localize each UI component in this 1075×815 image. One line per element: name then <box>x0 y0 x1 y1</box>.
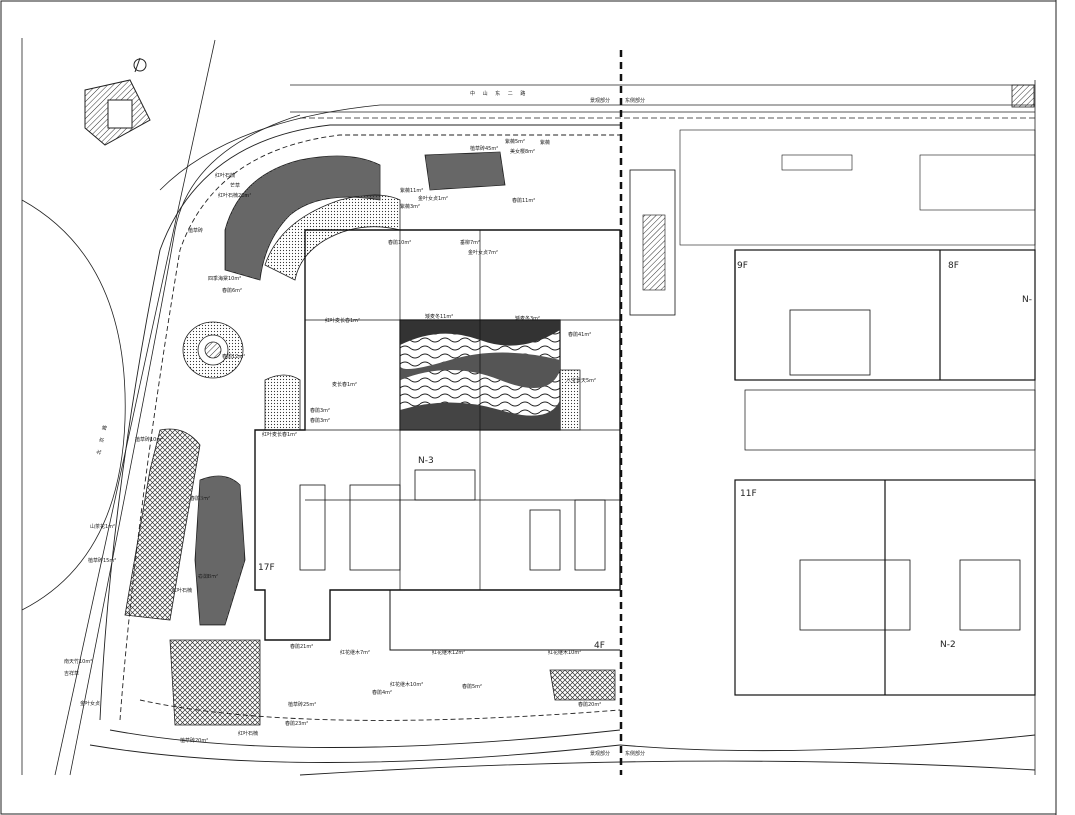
plant-label: 春鹃4m² <box>372 689 392 696</box>
plant-label: 植草砖25m² <box>288 701 316 708</box>
site-boundary <box>89 124 1036 776</box>
plant-label: 红花继木10m² <box>390 681 423 688</box>
floor-label-9f: 9F <box>737 261 748 271</box>
plant-label: 红花继木10m² <box>548 649 581 656</box>
plant-label: 春鹃41m² <box>568 331 591 338</box>
plant-label: 麦长春1m² <box>332 381 357 388</box>
plant-label: 春鹃3m² <box>310 407 330 414</box>
plant-label: 金叶女贞 <box>80 700 100 707</box>
plant-label: 垂柳7m² <box>460 239 480 246</box>
key-plan <box>84 57 151 146</box>
building-n3 <box>254 229 621 651</box>
plant-label: 春鹃3m² <box>190 495 210 502</box>
building-label-n-top: N- <box>1022 295 1032 305</box>
plant-label: 春鹃21m² <box>290 643 313 650</box>
plant-label: 四季海棠10m² <box>208 275 241 282</box>
floor-label-17f: 17F <box>258 563 275 573</box>
plant-label: 春鹃12m² <box>222 353 245 360</box>
plant-label: 红叶石楠 <box>172 587 192 594</box>
plant-label: 植草砖10m² <box>135 436 163 443</box>
plant-label: 紫薇5m² <box>505 138 525 145</box>
plant-label: 植草砖45m² <box>470 145 498 152</box>
plant-label: 红叶麦长春1m² <box>325 317 360 324</box>
plant-annotations: 植草砖45m² 紫薇5m² 美女樱8m² 红叶石楠 芒草 红叶石楠20m² 植草… <box>64 138 601 744</box>
floor-label-8f: 8F <box>948 261 959 271</box>
building-label-n2: N-2 <box>940 640 956 650</box>
plant-label: 吉祥草 <box>64 670 79 677</box>
plant-label: 红叶麦长春1m² <box>262 431 297 438</box>
left-road <box>21 39 1035 776</box>
zone-label-upper-right: 东侧部分 <box>625 97 645 104</box>
plant-label: 矮麦冬11m² <box>425 313 453 320</box>
plant-label: 南天竹10m² <box>64 658 92 665</box>
plant-label: 春鹃5m² <box>462 683 482 690</box>
plant-label: 红叶石楠 <box>215 172 235 179</box>
plant-label: 红叶石楠20m² <box>218 192 251 199</box>
plant-label: 芒草 <box>230 182 240 189</box>
zone-label-lower-right: 东侧部分 <box>625 750 645 757</box>
plant-label: 金叶女贞1m² <box>418 195 448 202</box>
plant-label: 春鹃20m² <box>578 701 601 708</box>
plant-label: 春鹃23m² <box>285 720 308 727</box>
plant-label: 春鹃11m² <box>512 197 535 204</box>
zone-label-upper-left: 景观部分 <box>590 97 610 104</box>
plant-label: 春鹃10m² <box>388 239 411 246</box>
plant-label: 山茶花1m² <box>90 523 115 530</box>
plant-label: 紫薇11m² <box>400 187 423 194</box>
plant-label: 植草砖20m² <box>180 737 208 744</box>
top-road <box>290 84 1035 119</box>
plant-label: 春鹃3m² <box>310 417 330 424</box>
plant-label: 春鹃8m² <box>198 573 218 580</box>
north-arrow-icon <box>133 57 147 73</box>
plant-label: 美女樱8m² <box>510 148 535 155</box>
plant-label: 红花继木12m² <box>432 649 465 656</box>
plant-label: 红叶石楠 <box>238 730 258 737</box>
plant-label: 紫薇3m² <box>400 203 420 210</box>
road-label-north: 中 山 东 二 路 <box>470 90 528 97</box>
building-label-n3: N-3 <box>418 456 434 466</box>
plant-label: 植草砖 <box>188 227 203 234</box>
road-label-west: 北 京 路 <box>95 422 109 456</box>
plant-label: 植草砖15m² <box>88 557 116 564</box>
east-buildings <box>629 129 1036 696</box>
zone-label-lower-left: 景观部分 <box>590 750 610 757</box>
plant-label: 金叶女贞7m² <box>468 249 498 256</box>
plant-label: 八宝景天5m² <box>566 377 596 384</box>
plant-label: 矮麦冬3m² <box>515 315 540 322</box>
floor-label-4f: 4F <box>594 641 605 651</box>
plant-label: 紫薇 <box>540 139 550 146</box>
floor-label-11f: 11F <box>740 489 757 499</box>
plant-label: 红花继木7m² <box>340 649 370 656</box>
planting-beds <box>124 151 616 726</box>
plant-label: 春鹃6m² <box>222 287 242 294</box>
